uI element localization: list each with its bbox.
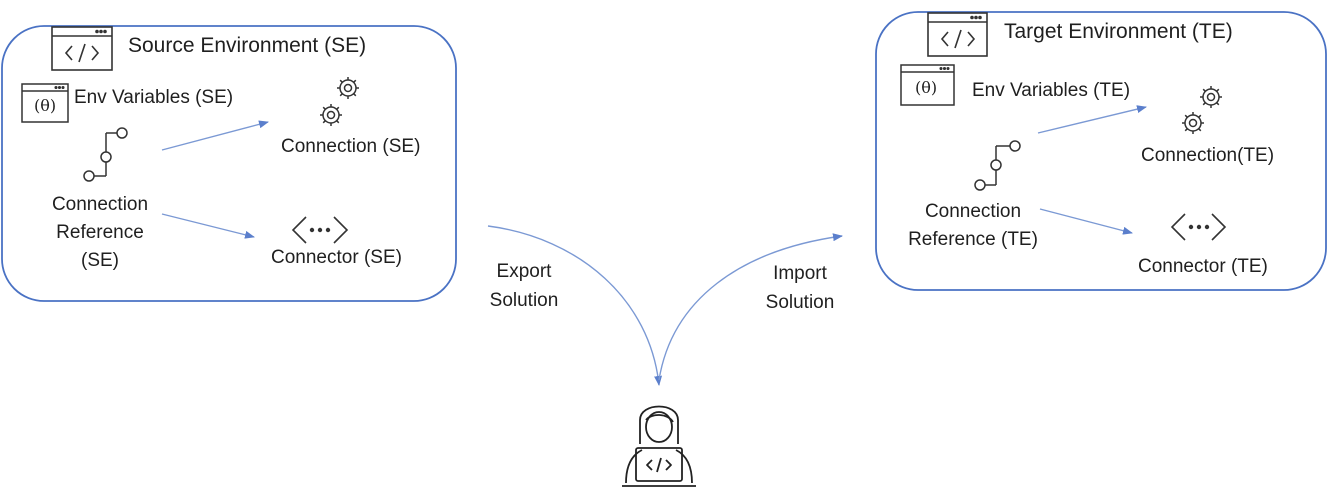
source-env-variables-label: Env Variables (SE): [74, 87, 234, 108]
arrow-to-connector: [1039, 208, 1133, 235]
target-environment-title: Target Environment (TE): [1004, 20, 1233, 43]
import-solution-label: Import Solution: [765, 263, 835, 313]
theta-symbol: (θ): [34, 96, 57, 115]
arrow-to-connector: [161, 213, 255, 239]
target-connector-label: Connector (TE): [1138, 256, 1268, 277]
target-environment-box: [875, 11, 1327, 291]
arrow-to-connection: [161, 120, 269, 151]
developer-icon: [622, 405, 696, 487]
target-env-variables-label: Env Variables (TE): [972, 80, 1131, 101]
env-variable-icon: [21, 83, 69, 123]
theta-symbol: (θ): [915, 78, 938, 97]
target-connection-label: Connection(TE): [1141, 145, 1275, 166]
source-environment-title: Source Environment (SE): [128, 34, 367, 57]
connection-reference-icon: [83, 127, 128, 182]
connector-icon: [1170, 213, 1227, 241]
connector-icon: [291, 216, 349, 244]
source-connection-reference-label: Connection Reference (SE): [51, 194, 149, 271]
gears-icon: [320, 77, 359, 126]
connection-reference-icon: [974, 140, 1021, 191]
target-connection-reference-label: Connection Reference (TE): [908, 201, 1038, 250]
env-variable-icon: [900, 64, 955, 106]
code-window-icon: [927, 12, 988, 57]
arrow-to-connection: [1037, 105, 1147, 134]
export-solution-label: Export Solution: [489, 261, 559, 311]
source-connector-label: Connector (SE): [271, 247, 402, 268]
code-window-icon: [51, 26, 113, 71]
export-solution-arrow: [487, 225, 663, 386]
gears-icon: [1182, 86, 1222, 134]
source-connection-label: Connection (SE): [281, 136, 421, 157]
import-solution-arrow: [658, 233, 843, 381]
